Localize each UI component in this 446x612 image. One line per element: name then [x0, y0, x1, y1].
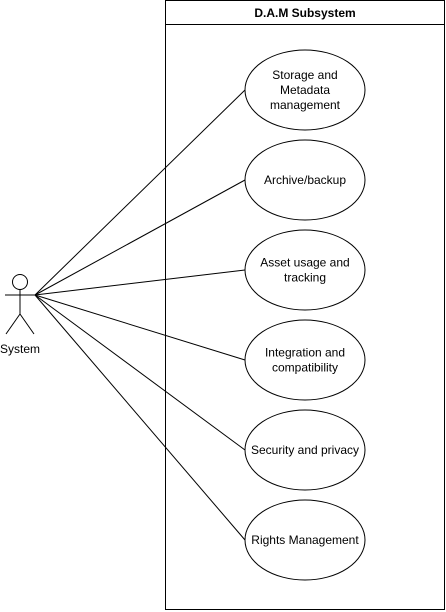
actor-right-leg	[19, 313, 35, 335]
use-case-ellipse	[244, 319, 366, 401]
actor-system: System	[0, 274, 40, 356]
association-line	[34, 294, 246, 541]
use-case: Rights Management	[244, 499, 366, 581]
use-case-label: management	[270, 98, 341, 112]
use-case-ellipse	[244, 49, 366, 131]
use-case-label: compatibility	[272, 361, 338, 375]
association-line	[34, 269, 246, 296]
actor-label: System	[0, 342, 40, 356]
use-case-ellipse	[244, 499, 366, 581]
use-case-label: Storage and	[272, 68, 337, 82]
use-case-label: Integration and	[265, 346, 345, 360]
use-case-ellipse	[244, 229, 366, 311]
use-case-ellipse	[244, 139, 366, 221]
use-case-label: tracking	[284, 271, 326, 285]
association-line	[34, 89, 246, 296]
use-case-label: Security and privacy	[251, 443, 359, 457]
association-line	[34, 179, 246, 296]
use-cases: Storage andMetadatamanagementArchive/bac…	[244, 49, 366, 581]
use-case-label: Archive/backup	[264, 173, 346, 187]
associations	[34, 89, 246, 541]
association-line	[34, 294, 246, 361]
actor-left-leg	[5, 313, 21, 335]
use-case: Security and privacy	[244, 409, 366, 491]
actor-head	[12, 274, 28, 290]
use-case-label: Rights Management	[251, 533, 359, 547]
association-line	[34, 294, 246, 451]
use-case-label: Metadata	[280, 83, 330, 97]
subsystem-title: D.A.M Subsystem	[254, 6, 355, 20]
use-case-label: Asset usage and	[260, 256, 349, 270]
use-case-ellipse	[244, 409, 366, 491]
use-case: Archive/backup	[244, 139, 366, 221]
